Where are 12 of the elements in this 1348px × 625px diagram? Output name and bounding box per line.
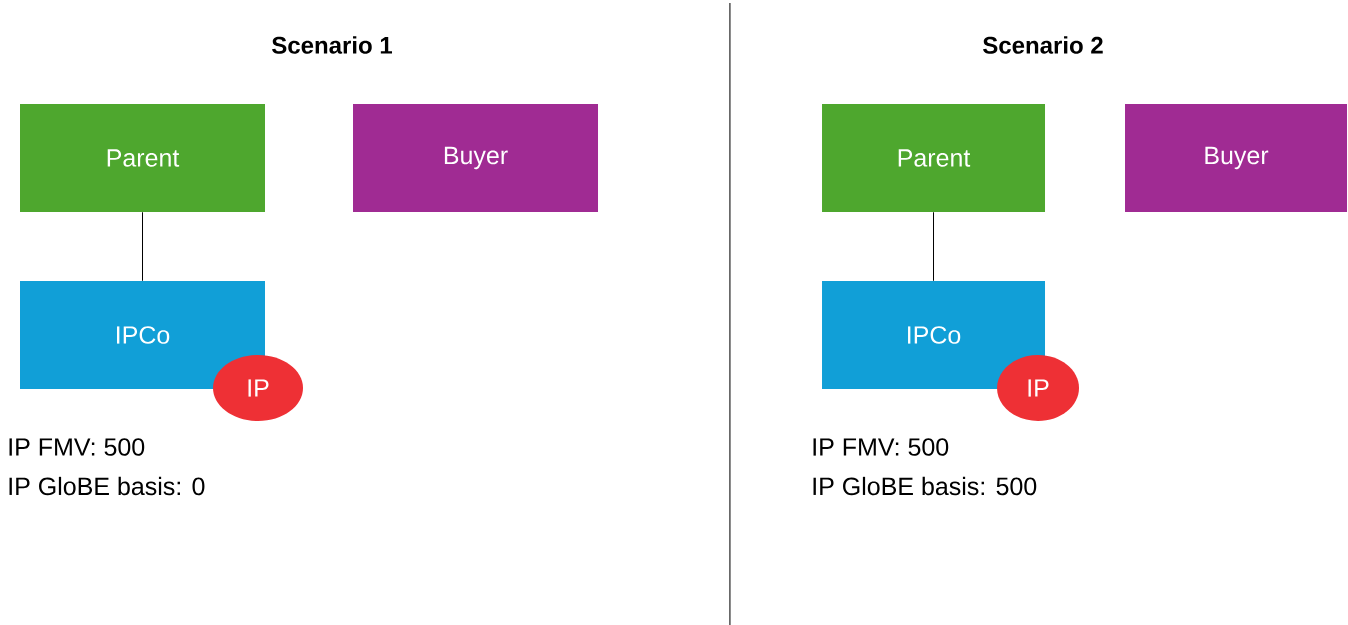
- value-note: IP FMV: 500: [813, 438, 949, 456]
- value-note: IP GloBE basis: 0: [9, 476, 205, 496]
- value-note: IP FMV: 500: [9, 438, 145, 456]
- entity-box: Parent: [822, 104, 1045, 212]
- scenario-heading: Scenario 2: [983, 36, 1103, 54]
- connector-line: [933, 211, 934, 282]
- entity-box: Buyer: [353, 104, 598, 212]
- value-note: IP GloBE basis: 500: [813, 476, 1037, 496]
- entity-box: Buyer: [1125, 104, 1347, 212]
- entity-box: Parent: [20, 104, 265, 212]
- scenario-heading: Scenario 1: [272, 36, 392, 54]
- connector-line: [142, 211, 143, 282]
